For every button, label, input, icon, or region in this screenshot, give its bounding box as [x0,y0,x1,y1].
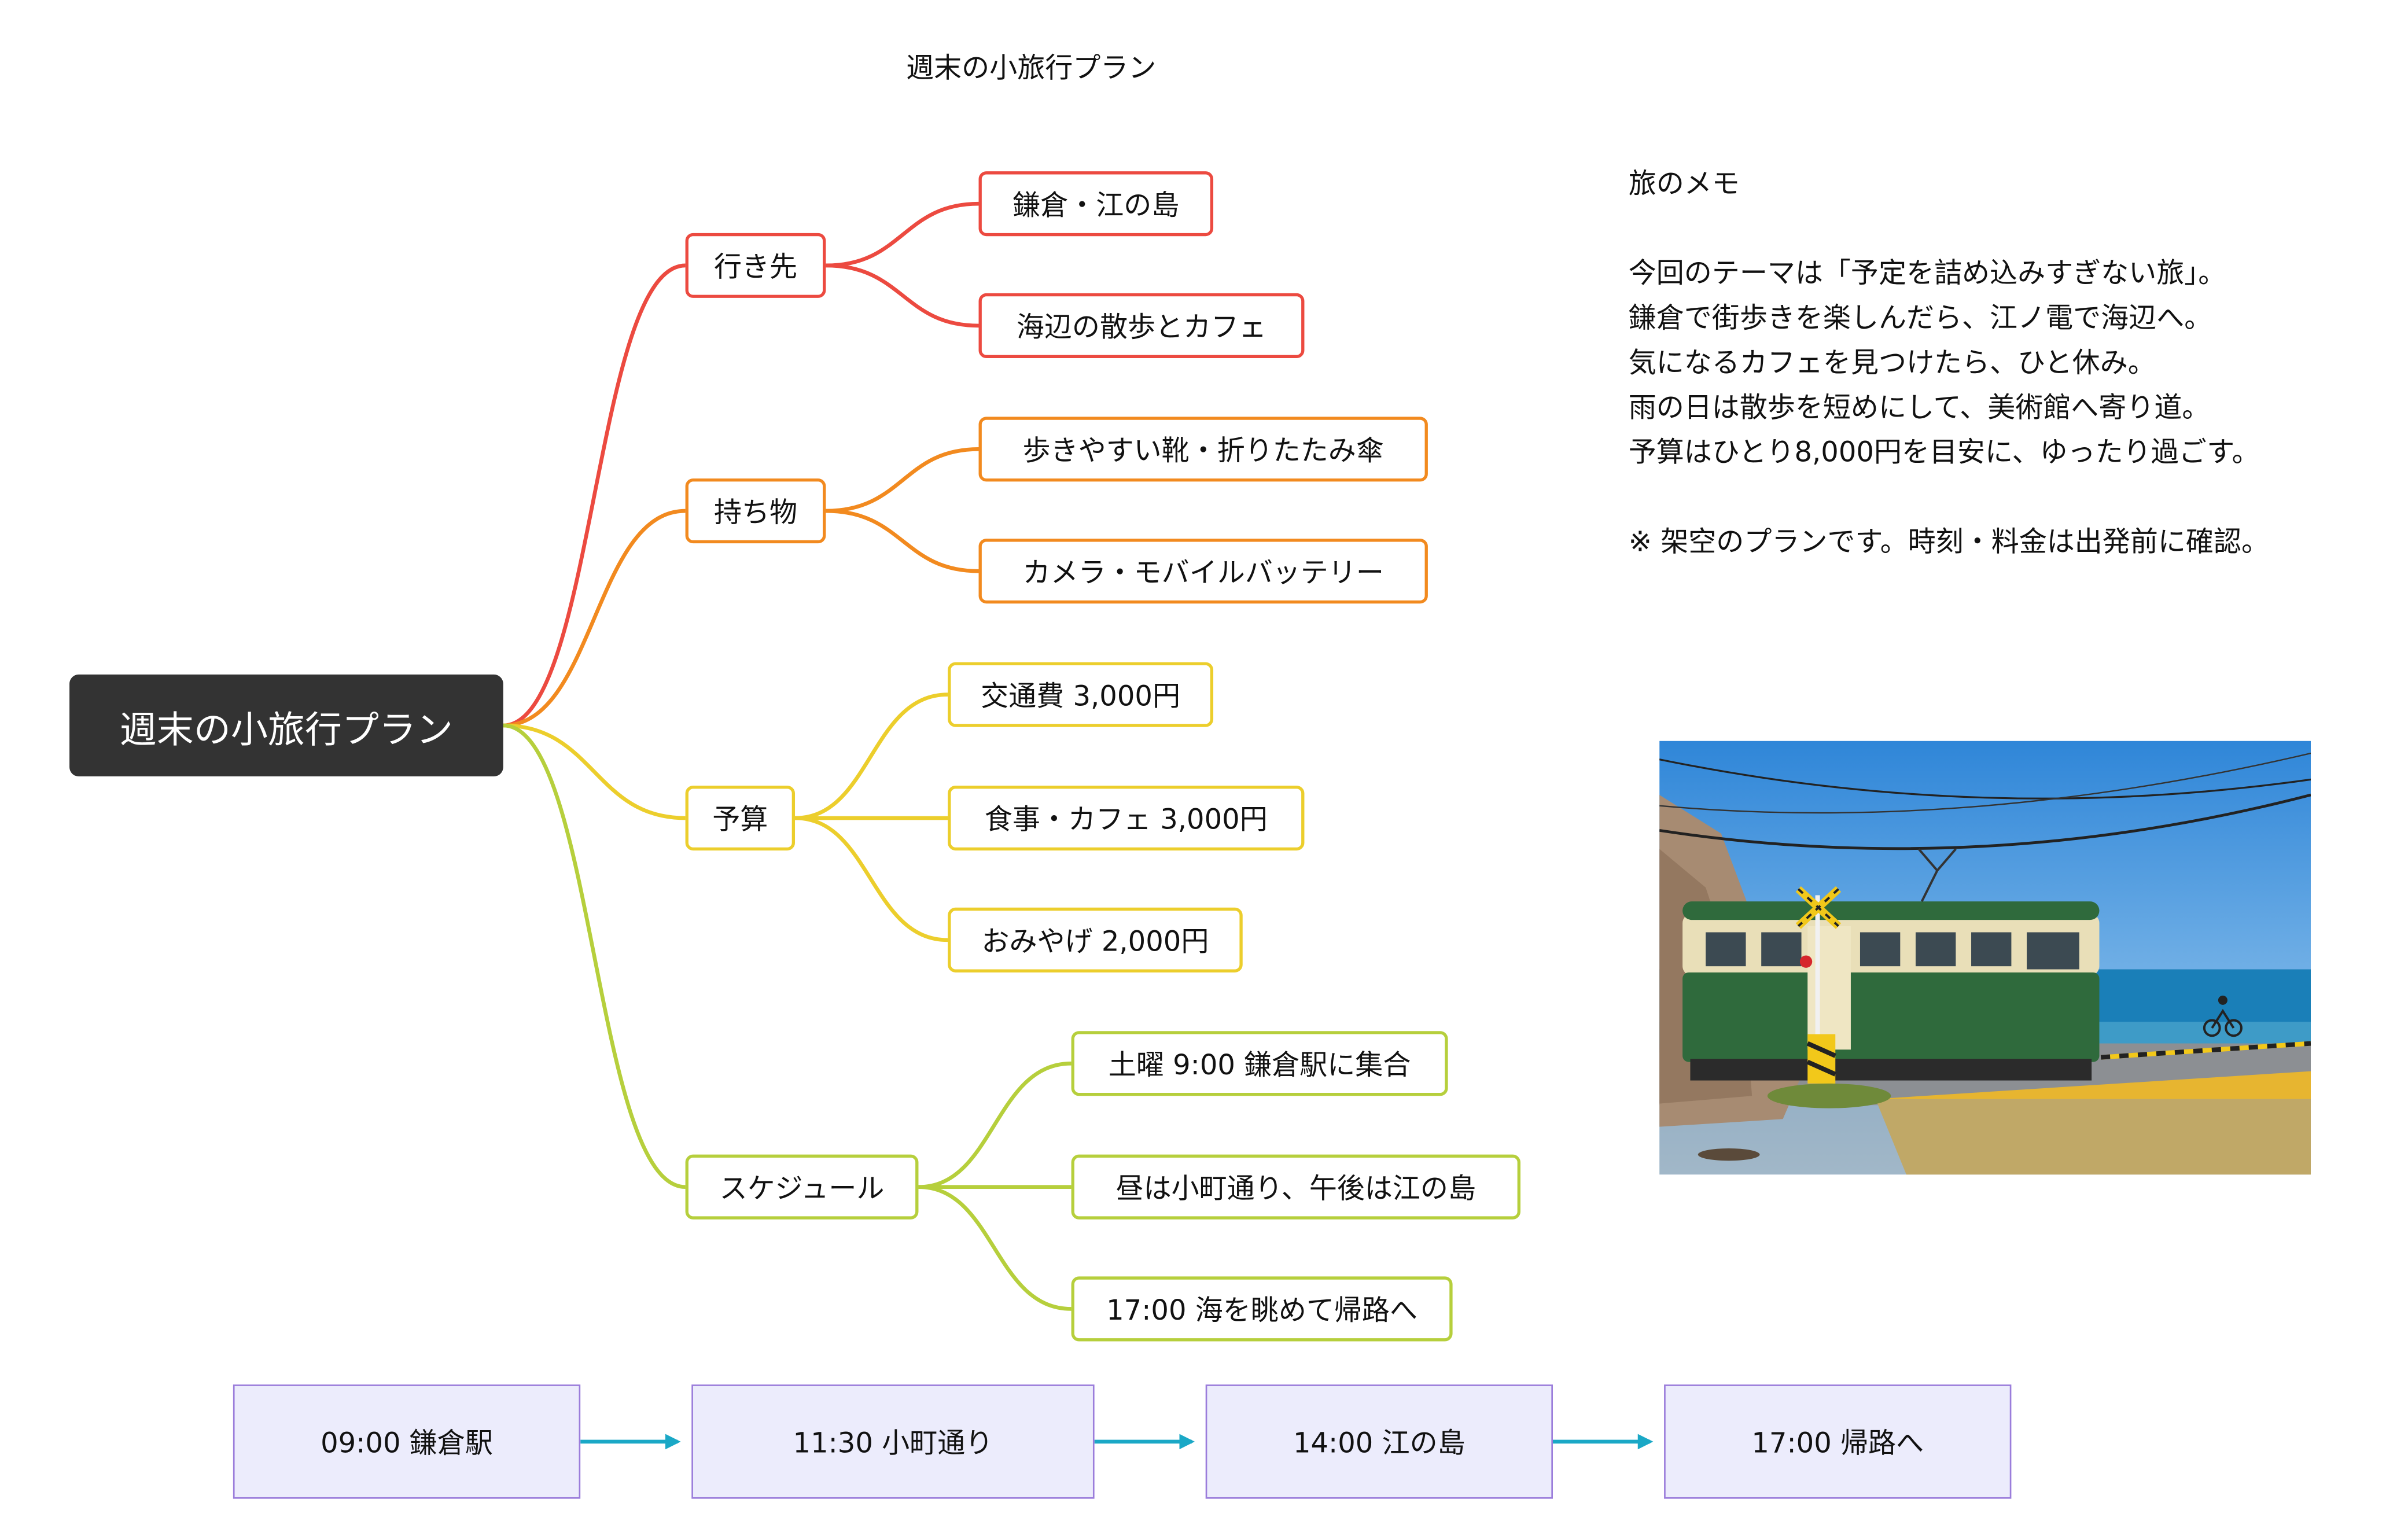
timeline-step-return[interactable]: 17:00 帰路へ [1664,1384,2012,1499]
link-belongings-1 [826,447,979,513]
link-root-destination [503,263,686,728]
branch-destination[interactable]: 行き先 [685,233,826,298]
link-belongings-2 [826,509,979,573]
memo-line: 気になるカフェを見つけたら、ひと休み。 [1628,347,2156,380]
leaf-schedule-afternoon[interactable]: 昼は小町通り、午後は江の島 [1071,1154,1520,1220]
diagram-title: 週末の小旅行プラン [906,52,1157,85]
memo-heading: 旅のメモ [1628,168,1740,201]
leaf-belongings-shoes[interactable]: 歩きやすい靴・折りたたみ傘 [978,417,1428,482]
link-schedule-3 [918,1185,1072,1311]
memo-spacer [1629,476,2269,520]
root-node[interactable]: 週末の小旅行プラン [69,674,503,777]
leaf-budget-souvenir[interactable]: おみやげ 2,000円 [948,907,1243,973]
memo-line: 鎌倉で街歩きを楽しんだら、江ノ電で海辺へ。 [1628,302,2212,335]
branch-budget[interactable]: 予算 [685,786,796,851]
branch-schedule[interactable]: スケジュール [685,1154,919,1220]
leaf-destination-kamakura[interactable]: 鎌倉・江の島 [978,171,1214,237]
timeline-step-kamakura-station[interactable]: 09:00 鎌倉駅 [233,1384,581,1499]
branch-belongings[interactable]: 持ち物 [685,478,826,544]
link-root-belongings [503,509,686,728]
leaf-budget-food[interactable]: 食事・カフェ 3,000円 [948,786,1305,851]
link-root-budget [503,723,686,820]
timeline-step-enoshima[interactable]: 14:00 江の島 [1205,1384,1553,1499]
leaf-schedule-return[interactable]: 17:00 海を眺めて帰路へ [1071,1276,1453,1342]
leaf-belongings-camera[interactable]: カメラ・モバイルバッテリー [978,539,1428,604]
memo-spacer [1629,207,2269,252]
memo-line: 雨の日は散歩を短めにして、美術館へ寄り道。 [1628,392,2210,425]
link-destination-1 [826,201,979,268]
memo-line: 今回のテーマは「予定を詰め込みすぎない旅」。 [1628,257,2226,290]
leaf-schedule-meetup[interactable]: 土曜 9:00 鎌倉駅に集合 [1071,1031,1448,1096]
leaf-budget-transport[interactable]: 交通費 3,000円 [948,662,1214,727]
leaf-destination-seaside[interactable]: 海辺の散歩とカフェ [978,293,1305,358]
link-root-schedule [503,723,686,1189]
link-schedule-1 [918,1061,1072,1189]
travel-memo: 旅のメモ 今回のテーマは「予定を詰め込みすぎない旅」。 鎌倉で街歩きを楽しんだら… [1629,162,2269,565]
enoden-train-photo [1659,741,2311,1175]
memo-note: ※ 架空のプランです。時刻・料金は出発前に確認。 [1628,526,2270,559]
link-budget-3 [795,816,948,942]
link-budget-1 [795,693,948,820]
timeline-step-komachi-dori[interactable]: 11:30 小町通り [691,1384,1095,1499]
memo-line: 予算はひとり8,000円を目安に、ゆったり過ごす。 [1628,437,2260,470]
link-destination-2 [826,263,979,328]
